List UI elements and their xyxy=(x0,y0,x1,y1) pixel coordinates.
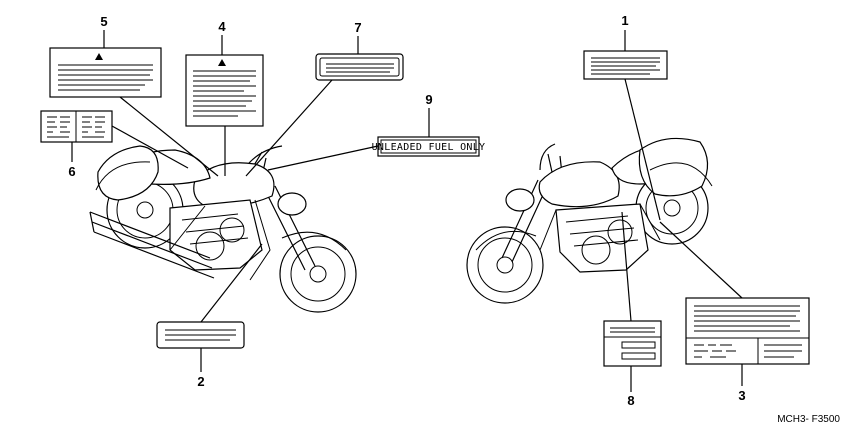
label-9-unleaded-fuel: UNLEADED FUEL ONLY xyxy=(372,136,486,157)
label-4-warning xyxy=(185,54,264,127)
label-2 xyxy=(156,321,245,349)
callout-4: 4 xyxy=(218,19,226,34)
callout-6: 6 xyxy=(68,164,75,179)
callout-numbers: 5 4 7 9 6 2 1 8 3 xyxy=(68,13,745,408)
label-7 xyxy=(315,53,404,81)
callout-5: 5 xyxy=(100,14,107,29)
label-8 xyxy=(603,320,662,367)
figure-code: MCH3- F3500 xyxy=(777,414,840,425)
label-3 xyxy=(685,297,810,365)
callout-8: 8 xyxy=(627,393,634,408)
leader-lines xyxy=(71,30,743,392)
motorcycle-right xyxy=(466,137,713,304)
callout-2: 2 xyxy=(197,374,204,389)
callout-3: 3 xyxy=(738,388,745,403)
label-5-caution xyxy=(49,47,162,98)
callout-9: 9 xyxy=(425,92,432,107)
unleaded-fuel-text: UNLEADED FUEL ONLY xyxy=(372,142,486,153)
motorcycle-left xyxy=(89,145,357,313)
callout-1: 1 xyxy=(621,13,628,28)
label-1 xyxy=(583,50,668,80)
callout-7: 7 xyxy=(354,20,361,35)
label-6 xyxy=(40,110,113,143)
